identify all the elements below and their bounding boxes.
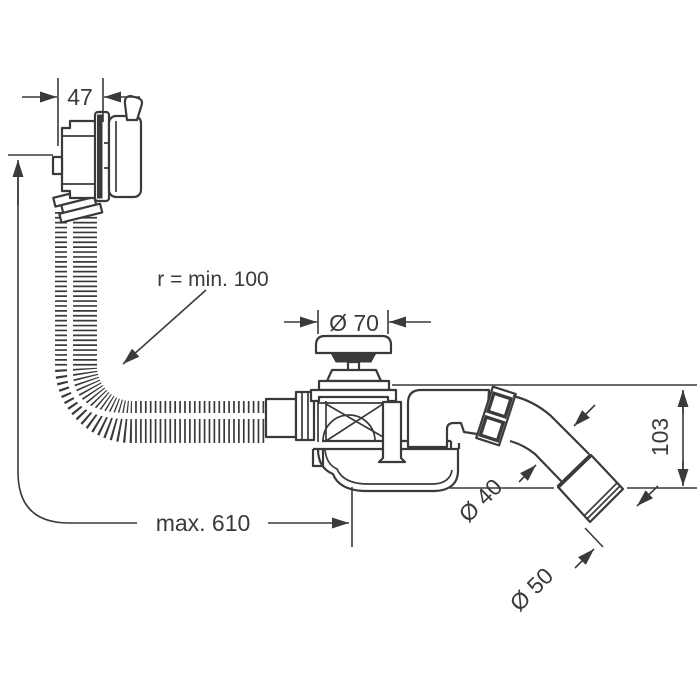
plug-flange xyxy=(309,388,398,403)
overflow-lever xyxy=(123,94,144,122)
arrow-upper-50 xyxy=(636,485,659,507)
hose-mask xyxy=(53,212,266,445)
dimension-bend-radius: r = min. 100 xyxy=(122,268,269,365)
overflow-knob xyxy=(107,114,143,199)
trap-inlet xyxy=(264,390,316,442)
pipe-bottom-edge xyxy=(509,439,563,483)
extension-lines-70 xyxy=(317,310,389,334)
dim-103-label: 103 xyxy=(647,418,673,456)
dim-70-label: Ø 70 xyxy=(329,310,379,336)
overflow-side-tab xyxy=(51,155,64,176)
trap-bowl-inner xyxy=(324,448,453,485)
dim-47-label: 47 xyxy=(67,84,93,110)
hose-highlight xyxy=(67,211,266,419)
nut-slot-upper xyxy=(485,391,514,420)
pipe-top-edge xyxy=(512,394,590,455)
arrow-lower-50 xyxy=(574,548,595,569)
hose-tailpiece xyxy=(264,397,298,439)
plug-cap-underside xyxy=(330,352,377,363)
dim-max610-label: max. 610 xyxy=(156,510,251,536)
extension-lines-47 xyxy=(57,78,104,146)
dim-line-bent xyxy=(17,162,137,524)
waste-trap xyxy=(311,400,461,493)
socket-end-stripes xyxy=(583,482,621,520)
overflow-flange-shadow xyxy=(97,114,103,199)
outlet-pipe xyxy=(509,394,625,524)
outlet-nut xyxy=(475,385,517,447)
trap-bowl xyxy=(316,448,460,493)
plug-cap xyxy=(314,334,393,355)
trap-housing xyxy=(317,401,391,445)
flexible-hose xyxy=(53,211,266,445)
outlet-elbow xyxy=(406,388,491,449)
extension-lines-103 xyxy=(392,384,697,489)
nut-slot-lower xyxy=(478,414,506,443)
overflow-body xyxy=(60,119,98,200)
dim-radius-label: r = min. 100 xyxy=(157,268,268,291)
pop-up-plug xyxy=(309,334,398,403)
dip-tube xyxy=(377,400,407,464)
overflow-unit xyxy=(51,94,144,224)
dimension-plug-diameter: Ø 70 xyxy=(284,310,431,336)
tick-50 xyxy=(584,527,604,548)
plug-plate-upper xyxy=(325,368,383,383)
socket-joint xyxy=(556,453,593,489)
arrow-upper-40 xyxy=(573,404,596,427)
dimension-hose-length: max. 610 xyxy=(8,154,353,547)
radius-leader xyxy=(122,289,207,365)
inlet-nut xyxy=(294,390,316,442)
dimension-overflow-width: 47 xyxy=(22,78,140,146)
arrow-lower-40 xyxy=(518,464,537,483)
plug-plate-mid xyxy=(317,379,391,392)
elbow-pipe xyxy=(406,388,491,449)
dimension-outlet-height: 103 xyxy=(392,384,697,489)
overflow-body-lines xyxy=(62,135,96,185)
